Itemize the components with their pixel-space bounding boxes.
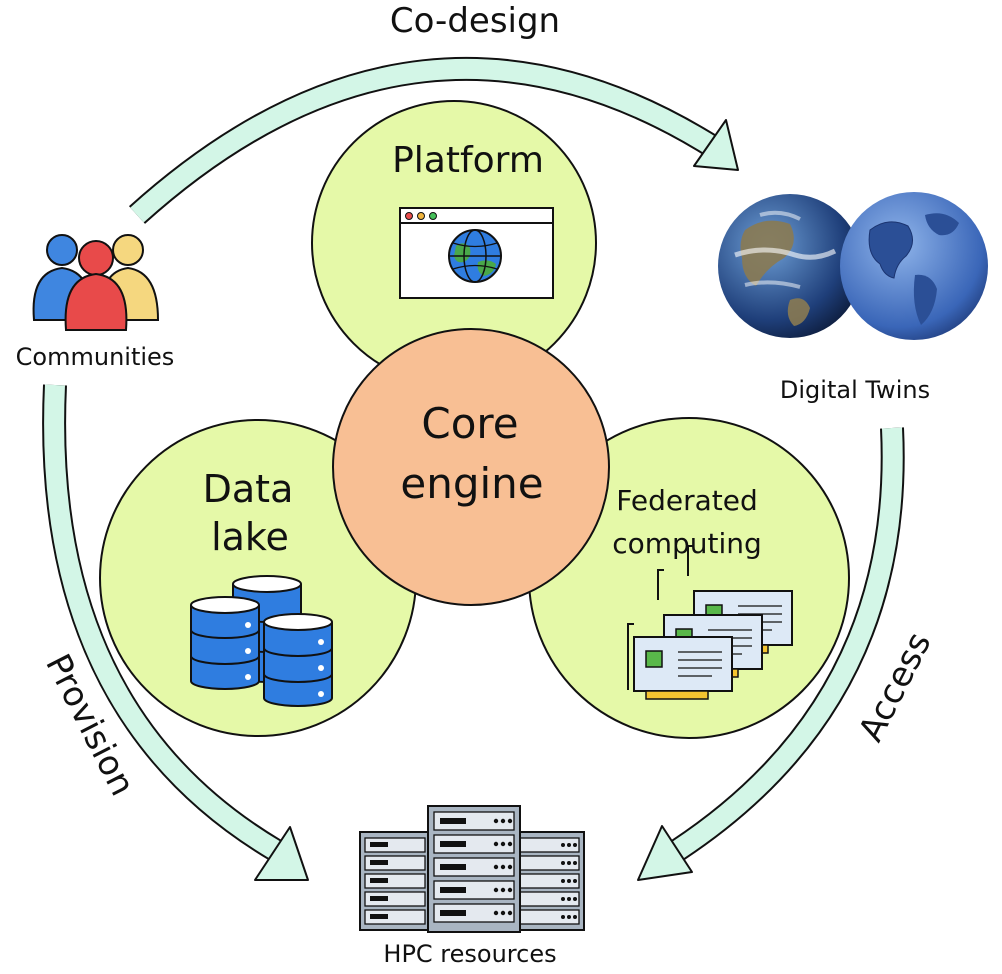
people-icon xyxy=(32,234,160,331)
browser-globe-icon xyxy=(399,207,554,299)
hpc-label: HPC resources xyxy=(383,940,556,968)
database-icon xyxy=(190,575,333,707)
data-lake-label-line1: Data xyxy=(203,467,294,511)
server-rack-icon xyxy=(359,805,585,933)
communities-label: Communities xyxy=(16,343,175,371)
core-engine-label-line1: Core xyxy=(421,399,518,448)
platform-label: Platform xyxy=(392,140,544,181)
access-arrow xyxy=(637,427,905,881)
federated-label-line1: Federated xyxy=(616,484,757,517)
data-lake-label-line2: lake xyxy=(211,515,289,559)
core-engine-label-line2: engine xyxy=(400,459,543,508)
core-engine-circle xyxy=(332,328,610,606)
circuit-board-icon xyxy=(627,545,793,700)
earth-icon xyxy=(718,192,988,340)
co-design-label: Co-design xyxy=(390,1,560,41)
provision-arrow xyxy=(42,384,309,881)
co-design-arrow xyxy=(128,57,739,224)
digital-twins-label: Digital Twins xyxy=(780,376,930,404)
